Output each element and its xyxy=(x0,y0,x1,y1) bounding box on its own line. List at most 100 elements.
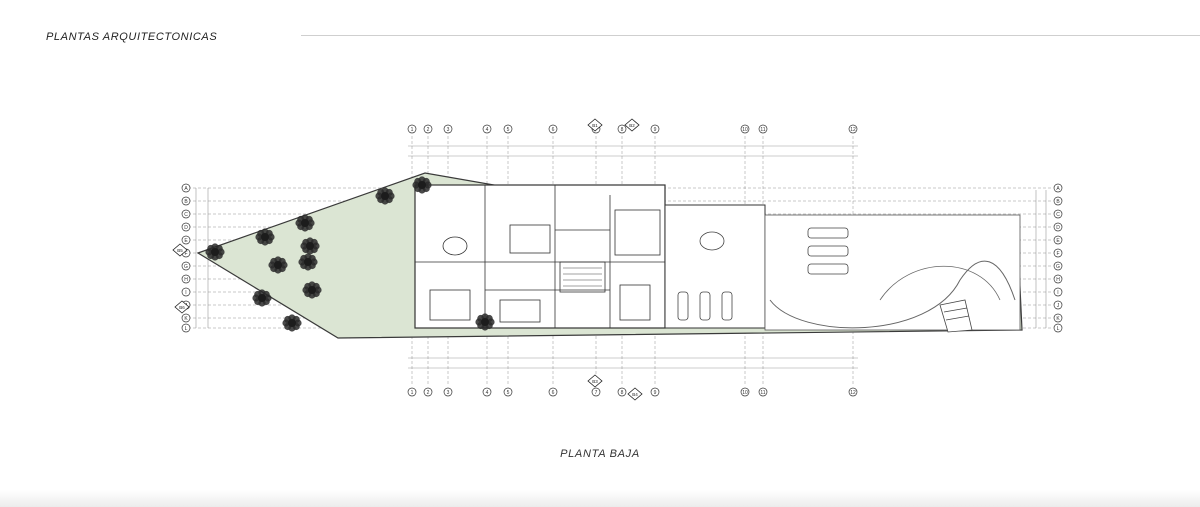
grid-bubble-label: 2 xyxy=(427,390,430,396)
grid-bubble-label: J xyxy=(1057,303,1060,309)
tree-icon xyxy=(475,313,495,331)
grid-bubble-label: 1 xyxy=(411,390,414,396)
grid-bubble-label: 11 xyxy=(760,127,765,133)
grid-bubble-left: B xyxy=(181,196,191,206)
grid-bubble-top: 5 xyxy=(503,124,513,134)
grid-bubble-right: F xyxy=(1053,248,1063,258)
tree-icon xyxy=(268,256,288,274)
grid-bubble-label: K xyxy=(184,316,188,322)
grid-bubble-right: G xyxy=(1053,261,1063,271)
grid-bubble-label: E xyxy=(1056,238,1060,244)
grid-markers: 112233445566778899101011111212AABBCCDDEE… xyxy=(172,118,1063,401)
driveway-inner xyxy=(879,265,1001,301)
tree-icon xyxy=(300,237,320,255)
grid-bubble-label: 11 xyxy=(760,390,765,396)
grid-bubble-top: 2 xyxy=(423,124,433,134)
tree-icon xyxy=(375,187,395,205)
grid-bubble-bottom: 11 xyxy=(758,387,768,397)
grid-bubble-label: G xyxy=(184,264,188,270)
grid-bubble-left: I xyxy=(181,287,191,297)
grid-bubble-label: 10 xyxy=(742,390,748,396)
grid-bubble-label: H xyxy=(184,277,188,283)
grid-bubble-label: 9 xyxy=(654,390,657,396)
grid-bubble-label: 4 xyxy=(486,390,489,396)
tree-icon xyxy=(205,243,225,261)
grid-bubble-bottom: 5 xyxy=(503,387,513,397)
grid-bubble-label: C xyxy=(184,212,188,218)
grid-bubble-label: A xyxy=(184,186,188,192)
grid-bubble-left: H xyxy=(181,274,191,284)
section-mark-label: B2 xyxy=(629,123,635,128)
grid-bubble-bottom: 3 xyxy=(443,387,453,397)
grid-bubble-bottom: 6 xyxy=(548,387,558,397)
grid-bubble-right: C xyxy=(1053,209,1063,219)
grid-bubble-top: 1 xyxy=(407,124,417,134)
grid-bubble-top: 6 xyxy=(548,124,558,134)
grid-bubble-left: C xyxy=(181,209,191,219)
grid-bubble-bottom: 9 xyxy=(650,387,660,397)
grid-bubble-label: K xyxy=(1056,316,1060,322)
bottom-band xyxy=(0,490,1200,507)
grid-bubble-label: 6 xyxy=(552,390,555,396)
grid-bubble-label: 4 xyxy=(486,127,489,133)
section-mark: B5 xyxy=(172,243,188,257)
grid-bubble-left: E xyxy=(181,235,191,245)
grid-bubble-top: 8 xyxy=(617,124,627,134)
grid-bubble-label: H xyxy=(1056,277,1060,283)
grid-bubble-label: 8 xyxy=(621,390,624,396)
grid-bubble-label: G xyxy=(1056,264,1060,270)
grid-bubble-top: 9 xyxy=(650,124,660,134)
grid-bubble-label: 8 xyxy=(621,127,624,133)
tree-icon xyxy=(302,281,322,299)
grid-bubble-right: J xyxy=(1053,300,1063,310)
grid-bubble-label: 3 xyxy=(447,390,450,396)
grid-bubble-right: I xyxy=(1053,287,1063,297)
grid-bubble-right: B xyxy=(1053,196,1063,206)
grid-bubble-label: 1 xyxy=(411,127,414,133)
dining-table xyxy=(442,236,468,256)
grid-bubble-label: D xyxy=(184,225,188,231)
grid-bubble-bottom: 1 xyxy=(407,387,417,397)
section-mark-label: B6 xyxy=(179,305,185,310)
trees xyxy=(205,176,495,332)
grid-bubble-left: D xyxy=(181,222,191,232)
grid-bubble-top: 3 xyxy=(443,124,453,134)
section-mark: B1 xyxy=(587,118,603,132)
grid-bubble-left: L xyxy=(181,323,191,333)
stairs xyxy=(563,267,602,287)
parked-cars xyxy=(677,227,849,321)
tree-icon xyxy=(295,214,315,232)
tree-icon xyxy=(298,253,318,271)
tree-icon xyxy=(252,289,272,307)
section-mark: B3 xyxy=(587,374,603,388)
grid-bubble-bottom: 4 xyxy=(482,387,492,397)
section-mark-label: B5 xyxy=(177,248,183,253)
grid-bubble-top: 10 xyxy=(740,124,750,134)
garage-area xyxy=(664,204,766,329)
grid-bubble-label: 9 xyxy=(654,127,657,133)
grid-bubble-top: 4 xyxy=(482,124,492,134)
driveway-curve xyxy=(769,260,1016,329)
grid-bubble-label: C xyxy=(1056,212,1060,218)
grid-bubble-label: 5 xyxy=(507,390,510,396)
section-mark: B6 xyxy=(174,300,190,314)
grid-bubble-label: L xyxy=(1057,326,1060,332)
parking-area xyxy=(764,214,1021,331)
grid-bubble-label: F xyxy=(1056,251,1059,257)
grid-bubble-label: 5 xyxy=(507,127,510,133)
grid-bubble-right: K xyxy=(1053,313,1063,323)
grid-bubble-right: A xyxy=(1053,183,1063,193)
grid-bubble-bottom: 12 xyxy=(848,387,858,397)
page-title: PLANTAS ARQUITECTONICAS xyxy=(46,31,218,43)
grid-bubble-label: I xyxy=(185,290,186,296)
grid-bubble-right: D xyxy=(1053,222,1063,232)
grid-bubble-label: A xyxy=(1056,186,1060,192)
grid-bubble-bottom: 8 xyxy=(617,387,627,397)
grid-bubble-label: 7 xyxy=(595,390,598,396)
section-mark: B4 xyxy=(627,387,643,401)
grid-bubble-label: L xyxy=(185,326,188,332)
grid-bubble-right: H xyxy=(1053,274,1063,284)
fountain xyxy=(699,231,725,251)
grid-bubble-label: 6 xyxy=(552,127,555,133)
grid-bubble-right: E xyxy=(1053,235,1063,245)
